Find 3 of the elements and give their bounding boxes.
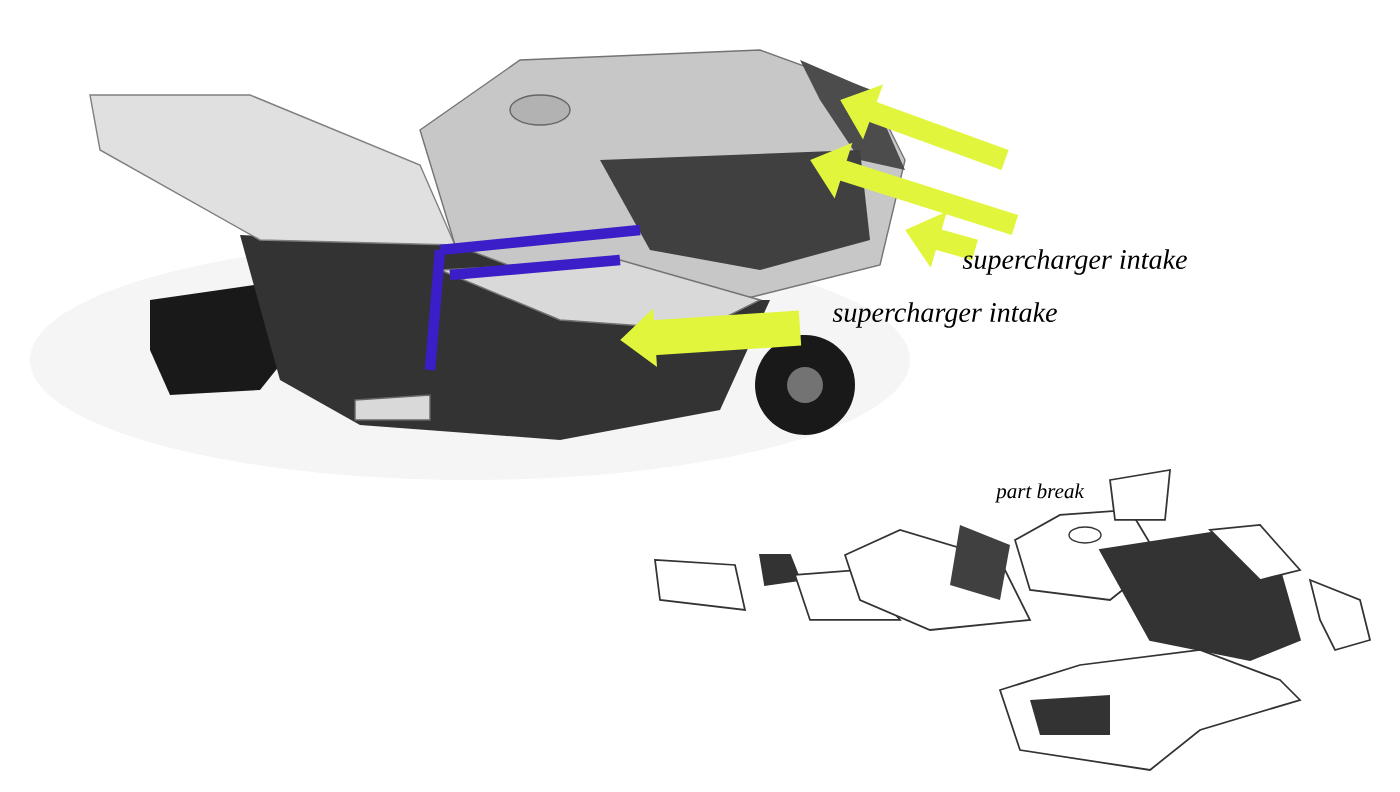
annotation-label: part break <box>994 483 1085 503</box>
annotation-label: supercharger intake <box>962 249 1187 275</box>
annotation-label: supercharger intake <box>832 302 1057 328</box>
